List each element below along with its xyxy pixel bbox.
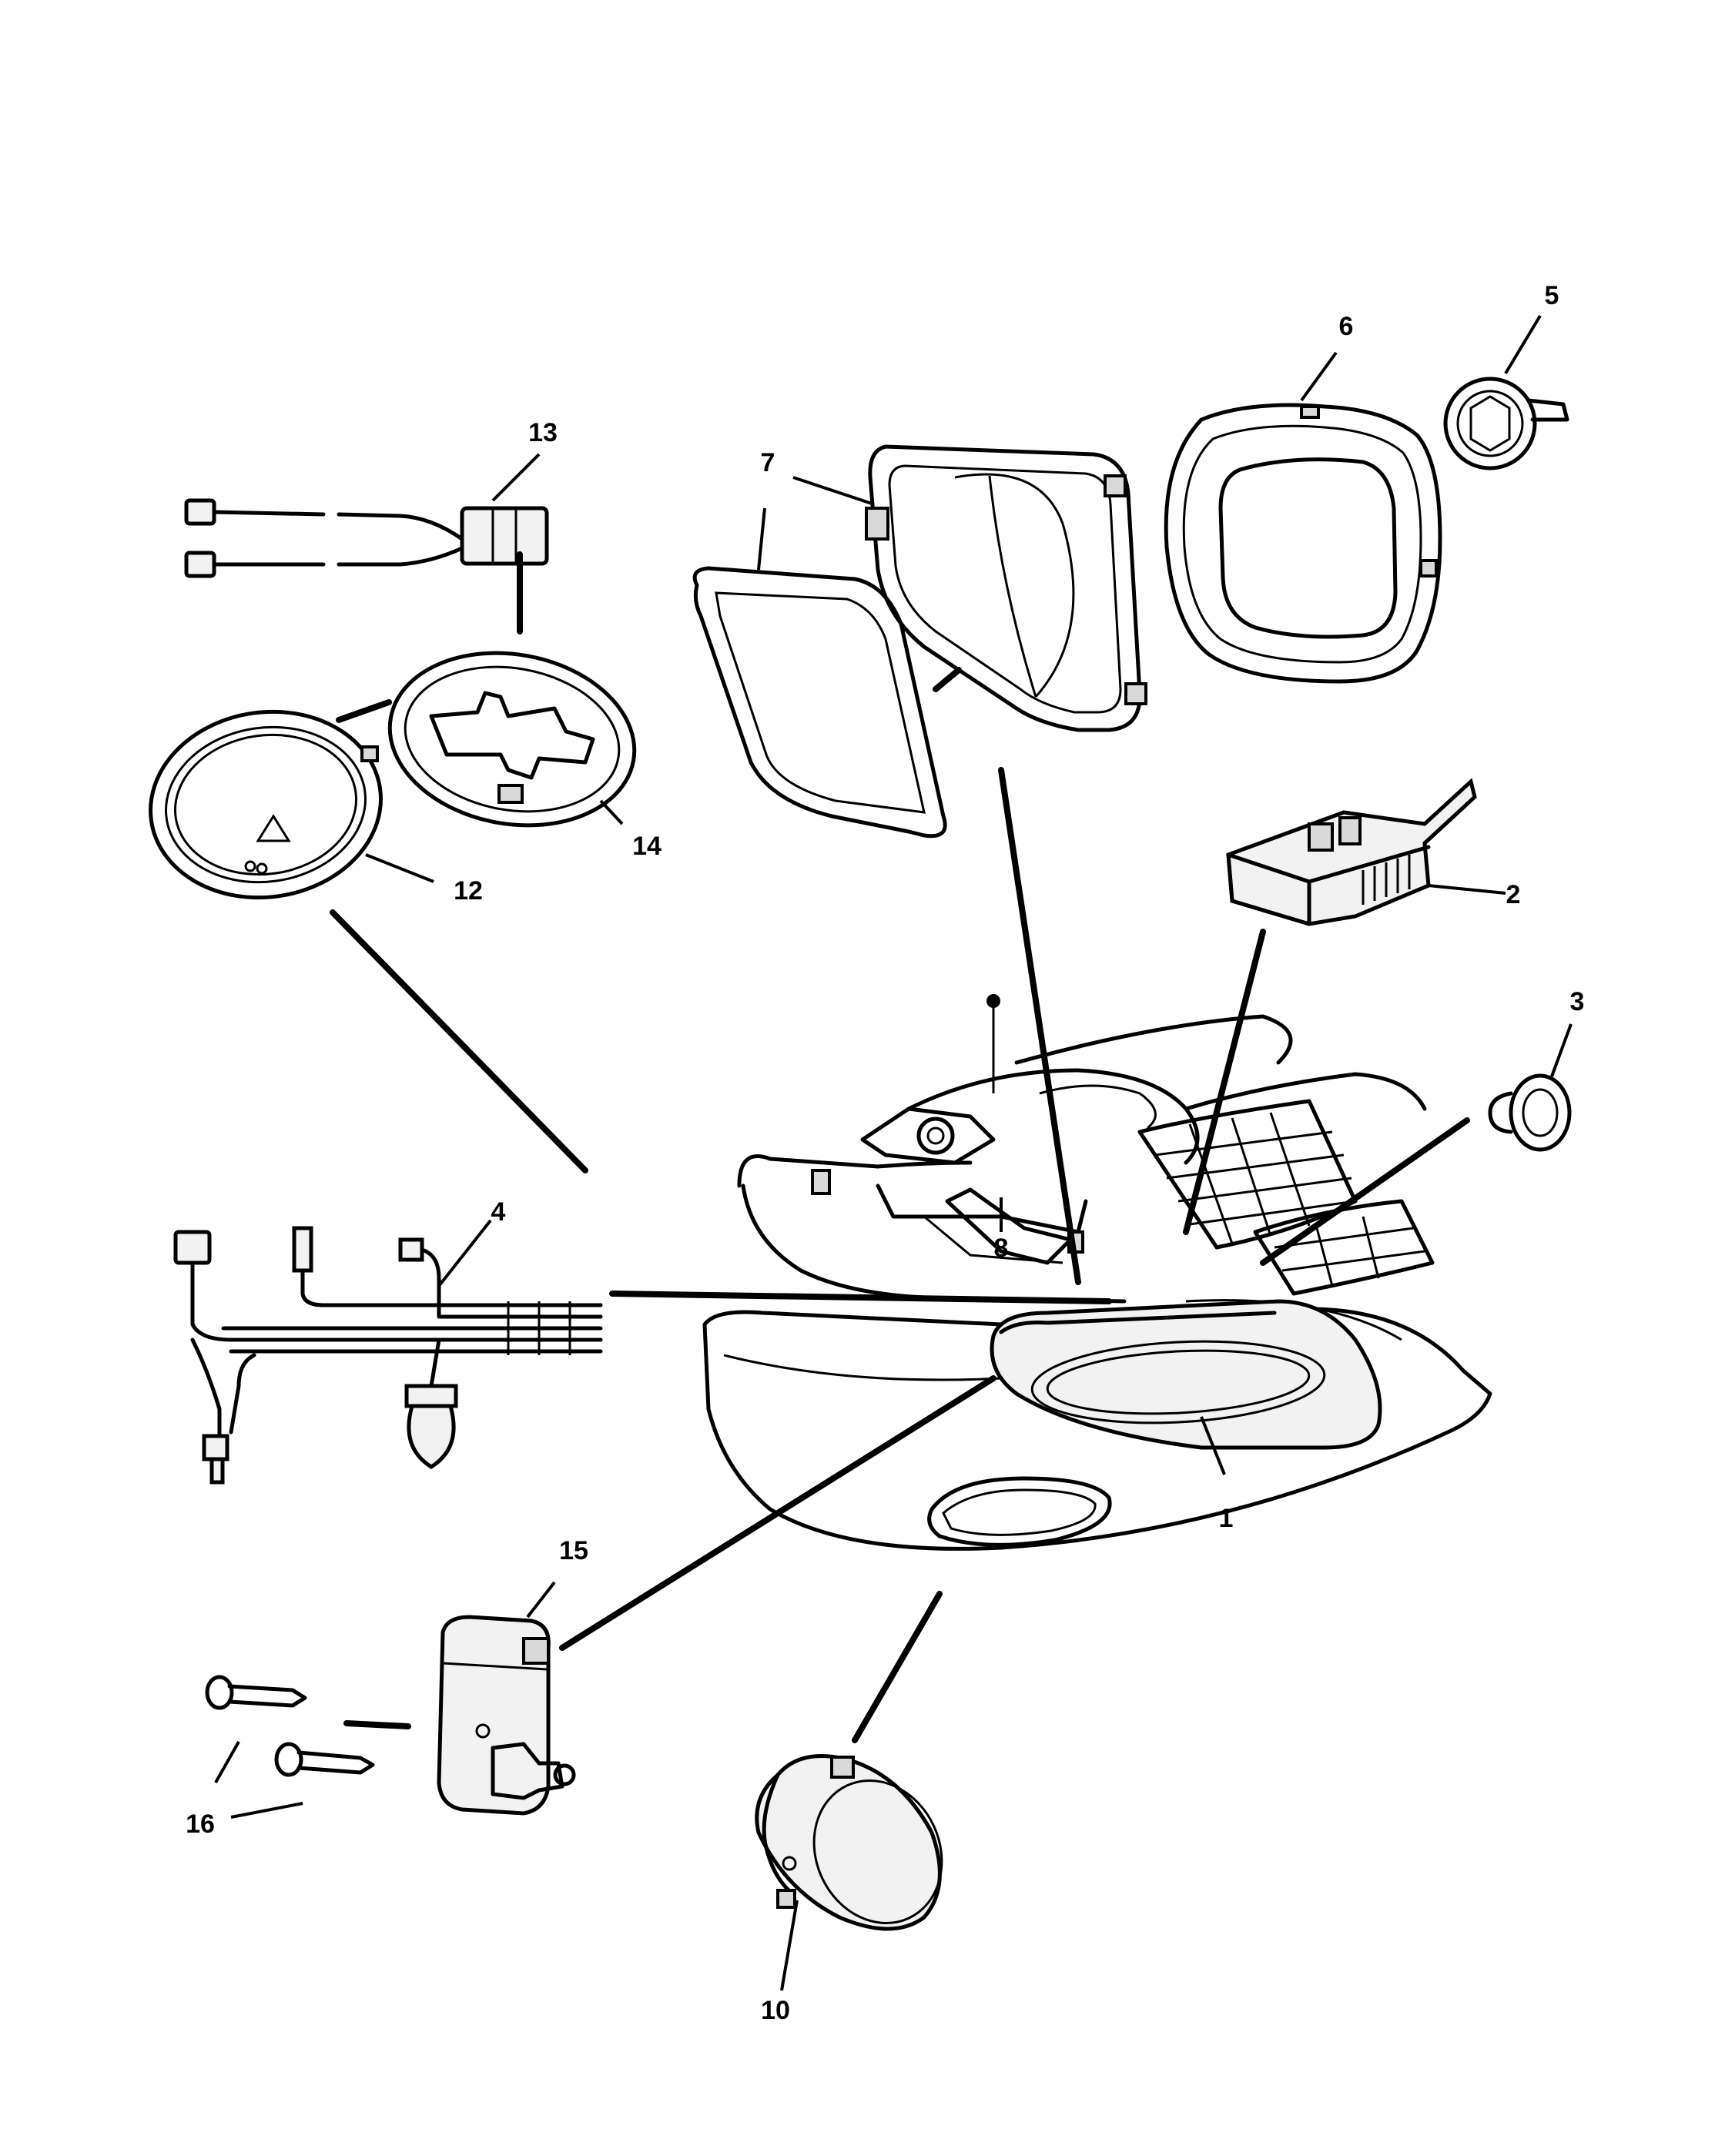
part-1-headlamp-assembly [990, 1299, 1382, 1450]
callout-5: 5 [1545, 281, 1559, 310]
part-7-headlamp-housing-and-gasket [692, 444, 1147, 839]
callout-14: 14 [632, 832, 662, 861]
callout-16: 16 [186, 1810, 215, 1839]
callout-15: 15 [559, 1536, 588, 1565]
callout-7: 7 [761, 448, 775, 477]
callout-8: 8 [994, 1234, 1009, 1263]
callout-4: 4 [491, 1197, 506, 1227]
callout-2: 2 [1506, 880, 1521, 909]
part-15-leveling-motor [437, 1615, 576, 1816]
callout-labels: 13 7 6 5 2 3 4 8 1 12 14 15 16 10 [186, 281, 1584, 2025]
part-14-oval-gasket [387, 651, 637, 828]
part-3-grommet [1488, 1073, 1572, 1152]
callout-12: 12 [454, 876, 483, 906]
callout-1: 1 [1219, 1504, 1234, 1533]
vehicle-front-end-assembly [702, 994, 1492, 1551]
part-12-oval-lamp-lens [149, 709, 383, 900]
part-4-wiring-harness [173, 1226, 603, 1485]
part-6-bezel-ring [1164, 403, 1442, 684]
part-5-bulb-socket [1443, 377, 1569, 470]
part-10-fog-lamp [755, 1754, 943, 1931]
callout-13: 13 [528, 418, 558, 447]
part-2-connector-module [1226, 778, 1477, 926]
callout-3: 3 [1570, 987, 1585, 1016]
leader-lines [214, 314, 1573, 1991]
callout-10: 10 [761, 1996, 790, 2025]
callout-6: 6 [1339, 312, 1354, 341]
grille-mesh [1137, 1099, 1435, 1296]
part-16-screws [205, 1675, 375, 1777]
part-13-wiring-pigtail [184, 498, 549, 578]
